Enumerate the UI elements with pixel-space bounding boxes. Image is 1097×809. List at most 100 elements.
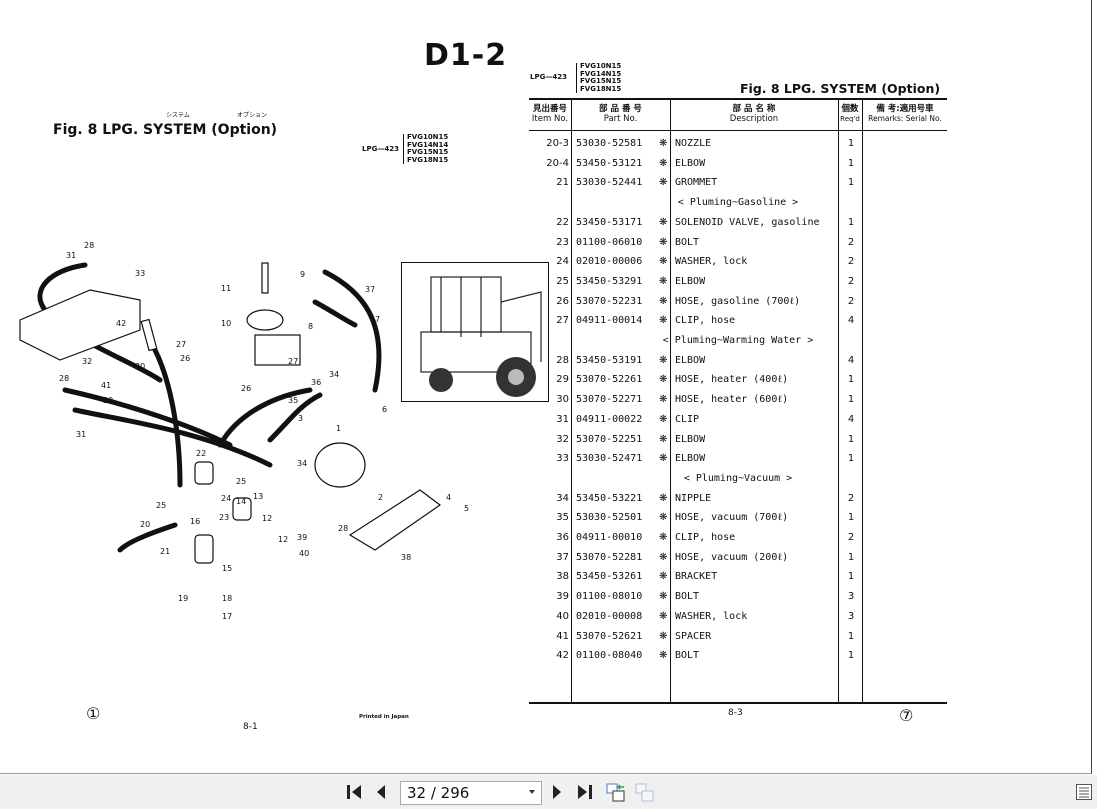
diagram-callout: 18 bbox=[222, 594, 233, 603]
solenoid-22 bbox=[194, 461, 214, 485]
part-no: 53070-52251 bbox=[576, 433, 643, 445]
hose-20 bbox=[117, 522, 178, 553]
asterisk-mark-icon: ❋ bbox=[659, 610, 668, 622]
quantity: 1 bbox=[847, 453, 855, 465]
first-page-button[interactable] bbox=[345, 783, 363, 801]
last-page-button[interactable] bbox=[576, 783, 594, 801]
part-no: 01100-08010 bbox=[576, 591, 643, 603]
next-view-button[interactable] bbox=[634, 783, 656, 802]
furigana-system: システム bbox=[166, 112, 190, 119]
part-no: 53450-53191 bbox=[576, 354, 643, 366]
hose-30 bbox=[62, 387, 233, 448]
quantity: 3 bbox=[847, 591, 855, 603]
quantity: 1 bbox=[847, 433, 855, 445]
diagram-callout: 34 bbox=[329, 370, 340, 379]
right-page-number: 8-3 bbox=[728, 708, 743, 718]
diagram-callout: 41 bbox=[101, 381, 112, 390]
last-page-icon bbox=[578, 785, 592, 799]
col-divider bbox=[670, 98, 671, 702]
section-heading: D1-2 bbox=[424, 38, 508, 73]
part-no: 01100-08040 bbox=[576, 650, 643, 662]
description: HOSE, heater (400ℓ) bbox=[675, 374, 789, 386]
description: HOSE, vacuum (700ℓ) bbox=[675, 512, 789, 524]
asterisk-mark-icon: ❋ bbox=[659, 236, 668, 248]
part-no: 04911-00010 bbox=[576, 532, 643, 543]
asterisk-mark-icon: ❋ bbox=[659, 650, 668, 662]
description: SPACER bbox=[675, 630, 712, 642]
diagram-callout: 17 bbox=[222, 612, 233, 621]
asterisk-mark-icon: ❋ bbox=[659, 413, 668, 425]
previous-view-button[interactable] bbox=[605, 783, 627, 802]
previous-page-button[interactable] bbox=[374, 783, 388, 801]
part-no: 53450-53261 bbox=[576, 571, 643, 583]
engine-cover bbox=[19, 289, 141, 361]
model: FVG14N14 bbox=[407, 140, 449, 149]
diagram-callout: 28 bbox=[84, 241, 95, 250]
sidebar-toggle-button[interactable] bbox=[1074, 783, 1094, 801]
diagram-callout: 14 bbox=[236, 497, 247, 506]
description: BRACKET bbox=[675, 571, 718, 583]
item-no: 20-3 bbox=[546, 138, 569, 149]
part-no: 04911-00022 bbox=[576, 413, 643, 425]
item-no: 26 bbox=[556, 295, 569, 307]
diagram-callout: 1 bbox=[336, 424, 342, 433]
next-page-button[interactable] bbox=[550, 783, 564, 801]
item-no: 36 bbox=[556, 532, 569, 543]
part-no: 53450-53121 bbox=[576, 157, 643, 169]
part-no: 02010-00008 bbox=[576, 610, 643, 622]
item-no: 21 bbox=[556, 177, 569, 189]
quantity: 2 bbox=[847, 275, 855, 287]
part-16 bbox=[194, 534, 214, 564]
vaporizer bbox=[246, 309, 284, 331]
diagram-callout: 8 bbox=[308, 322, 314, 331]
previous-view-icon bbox=[606, 783, 625, 802]
part-no: 53450-53171 bbox=[576, 216, 643, 228]
diagram-callout: 27 bbox=[176, 340, 187, 349]
description: GROMMET bbox=[675, 177, 718, 189]
item-no: 29 bbox=[556, 374, 569, 386]
page-number-dropdown[interactable]: 32 / 296 bbox=[400, 781, 542, 805]
diagram-callout: 36 bbox=[311, 378, 322, 387]
part-27-tube bbox=[140, 318, 158, 352]
asterisk-mark-icon: ❋ bbox=[659, 433, 668, 445]
asterisk-mark-icon: ❋ bbox=[659, 394, 668, 406]
model: FVG15N15 bbox=[407, 148, 449, 156]
diagram-callout: 12 bbox=[262, 514, 273, 523]
table-bottom-rule bbox=[529, 702, 947, 704]
diagram-callout: 40 bbox=[299, 549, 310, 558]
lpg-system-diagram bbox=[19, 262, 442, 564]
diagram-callout: 19 bbox=[178, 594, 189, 603]
quantity: 1 bbox=[847, 650, 855, 662]
diagram-callout: 25 bbox=[236, 477, 247, 486]
diagram-callout: 11 bbox=[221, 284, 232, 293]
asterisk-mark-icon: ❋ bbox=[659, 571, 668, 583]
description: CLIP bbox=[675, 413, 700, 425]
right-model-group: LPG—423 bbox=[530, 73, 567, 81]
diagram-callout: 2 bbox=[378, 493, 384, 502]
quantity: 1 bbox=[847, 571, 855, 583]
table-section-header: < Pluming~Gasoline > bbox=[677, 197, 799, 209]
asterisk-mark-icon: ❋ bbox=[659, 591, 668, 603]
diagram-callout: 9 bbox=[300, 270, 306, 279]
viewer-toolbar: 32 / 296 bbox=[0, 775, 1097, 809]
item-no: 41 bbox=[556, 630, 569, 642]
hose-27 bbox=[152, 347, 183, 488]
header-rule bbox=[529, 130, 947, 131]
diagram-callout: 37 bbox=[365, 285, 376, 294]
part-no: 53030-52581 bbox=[576, 138, 643, 149]
